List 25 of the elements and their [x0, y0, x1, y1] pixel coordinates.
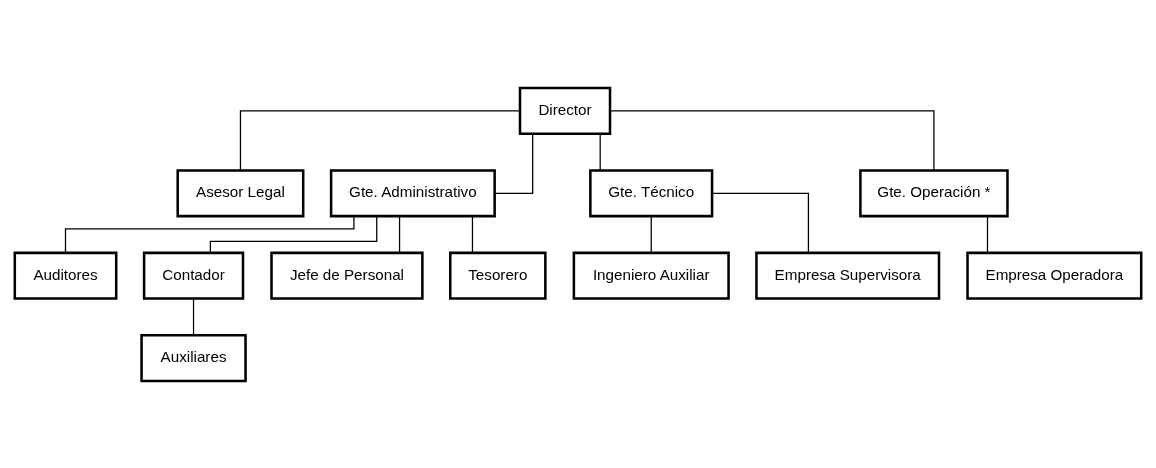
node-box: Jefe de Personal — [270, 251, 424, 300]
node-box: Gte. Administrativo — [329, 168, 496, 217]
connector — [398, 215, 401, 253]
node-box: Tesorero — [449, 251, 547, 300]
connector — [471, 215, 474, 253]
node-box: Ingeniero Auxiliar — [572, 251, 730, 300]
connector — [192, 297, 195, 336]
connector — [494, 132, 534, 194]
connector — [64, 215, 355, 253]
node-box: Asesor Legal — [176, 168, 305, 217]
connector — [711, 192, 810, 253]
connector — [599, 132, 601, 171]
connector — [239, 109, 521, 171]
connector — [650, 215, 652, 253]
node-box: Auditores — [13, 251, 118, 300]
node-box: Director — [518, 86, 612, 135]
node-box: Contador — [142, 251, 245, 300]
connector — [986, 215, 989, 253]
connector — [609, 109, 935, 171]
node-box: Empresa Supervisora — [755, 251, 941, 300]
node-box: Auxiliares — [140, 333, 247, 382]
node-box: Gte. Operación * — [859, 168, 1009, 217]
node-box: Gte. Técnico — [589, 168, 714, 217]
node-box: Empresa Operadora — [966, 251, 1143, 300]
connector — [209, 215, 378, 253]
